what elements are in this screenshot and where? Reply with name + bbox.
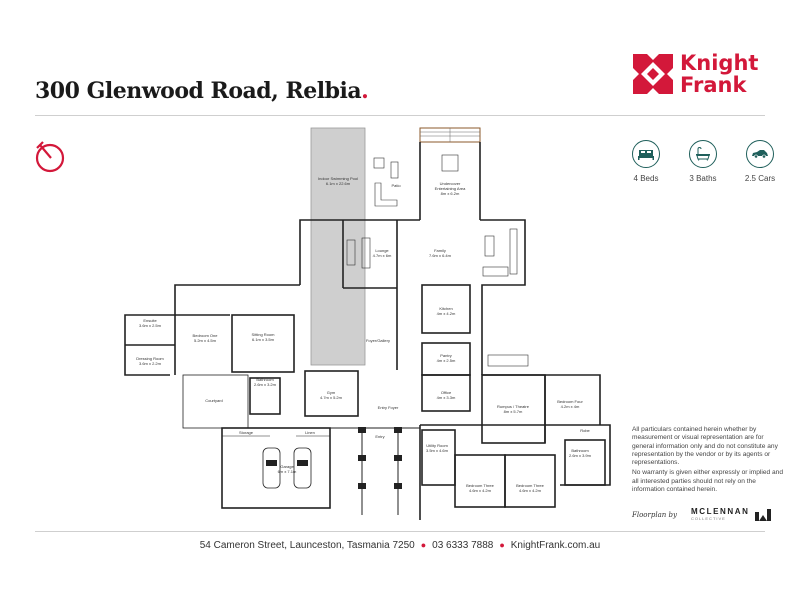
room-bathroom-two-size: 2.6m x 3.9m [569,453,592,458]
header-divider [35,115,765,116]
indoor-pool-room [310,127,366,366]
room-rumpus-theatre: Rumpus / Theatre [497,404,530,409]
property-features: 4 Beds 3 Baths 2.5 Cars [628,140,778,183]
room-sitting: Sitting Room [252,332,276,337]
room-foyer-gallery: Foyer/Gallery [366,338,390,343]
footer-website-link[interactable]: KnightFrank.com.au [510,540,601,551]
footer-address: 54 Cameron Street, Launceston, Tasmania … [199,540,415,551]
room-undercover-size: 8m x 6.2m [441,191,460,196]
room-pantry: Pantry [440,353,452,358]
feature-baths: 3 Baths [685,140,721,183]
room-indoor-pool: Indoor Swimming Pool [318,176,358,181]
room-bathroom-one: Bathroom [256,377,274,382]
room-undercover: Undercover [440,181,461,186]
room-indoor-pool-size: 6.1m x 22.6m [326,181,351,186]
room-office-size: 4m x 3.3m [437,395,456,400]
mclennan-logo: MCLENNAN COLLECTIVE [691,508,771,521]
feature-beds: 4 Beds [628,140,664,183]
footer-phone[interactable]: 03 6333 7888 [432,540,494,551]
room-courtyard: Courtyard [205,398,223,403]
north-compass-icon [35,141,65,173]
room-pantry-size: 4m x 2.5m [437,358,456,363]
room-utility-size: 3.5m x 4.6m [426,448,449,453]
credit-by-label: Floorplan by [632,510,677,519]
room-utility: Utility Room [426,443,448,448]
room-bathroom-one-size: 2.6m x 3.2m [254,382,277,387]
room-storage: Storage [239,430,254,435]
car-icon [746,140,774,168]
bed-icon [632,140,660,168]
room-office: Office [441,390,452,395]
credit-company: MCLENNAN [690,507,750,516]
room-lounge: Lounge [375,248,389,253]
disclaimer-paragraph-2: No warranty is given either expressly or… [632,469,783,494]
brand-line-1: Knight [680,51,759,75]
room-lounge-size: 4.7m x 6m [373,253,392,258]
credit-company-sub: COLLECTIVE [690,516,726,521]
room-gym: Gym [327,390,336,395]
room-patio: Patio [391,183,401,188]
room-linen: Linen [305,430,315,435]
room-garage: Garage [280,464,294,469]
room-rumpus-size: 8m x 5.7m [504,409,523,414]
room-bedroom-three-b-size: 4.6m x 4.2m [519,488,542,493]
title-dot: . [361,78,369,104]
floorplan-diagram: Indoor Swimming Pool 6.1m x 22.6m Patio … [124,127,611,520]
cars-label: 2.5 Cars [744,174,776,183]
room-garage-size: 6m x 7.1m [278,469,297,474]
room-family-size: 7.6m x 6.4m [429,253,452,258]
baths-label: 3 Baths [689,174,717,183]
room-bedroom-one-size: 5.2m x 4.5m [194,338,217,343]
room-bedroom-three-a: Bedroom Three [466,483,494,488]
footer-contact: 54 Cameron Street, Launceston, Tasmania … [0,540,800,551]
feature-cars: 2.5 Cars [742,140,778,183]
footer-separator-dot: ● [420,540,427,550]
room-bedroom-three-b: Bedroom Three [516,483,544,488]
room-entry-foyer: Entry Foyer [378,405,399,410]
room-bedroom-four: Bedroom Four [557,399,583,404]
disclaimer: All particulars contained herein whether… [632,426,787,496]
room-dressing: Dressing Room [136,356,164,361]
room-sitting-size: 6.1m x 3.5m [252,337,275,342]
disclaimer-paragraph-1: All particulars contained herein whether… [632,426,778,467]
mclennan-m-icon [754,508,771,521]
floorplan-credit: Floorplan by MCLENNAN COLLECTIVE [632,508,771,521]
footer-divider [35,531,765,532]
room-bedroom-three-a-size: 4.6m x 4.2m [469,488,492,493]
property-address-title: 300 Glenwood Road, Relbia. [35,78,369,104]
room-ensuite: Ensuite [143,318,157,323]
knight-frank-logo: Knight Frank [633,52,758,96]
room-family: Family [434,248,446,253]
room-dressing-size: 3.6m x 2.2m [139,361,162,366]
room-bedroom-four-size: 4.2m x 4m [561,404,580,409]
room-gym-size: 4.7m x 5.2m [320,395,343,400]
room-ensuite-size: 3.6m x 2.5m [139,323,162,328]
room-bathroom-two: Bathroom [571,448,589,453]
room-kitchen: Kitchen [439,306,452,311]
room-bedroom-one: Bedroom One [193,333,219,338]
brand-line-2: Frank [680,73,747,97]
beds-label: 4 Beds [633,174,659,183]
knight-frank-logo-mark-icon [633,54,673,94]
address-text: 300 Glenwood Road, Relbia [35,78,362,104]
room-robe: Robe [580,428,590,433]
room-undercover-2: Entertaining Area [435,186,466,191]
bathtub-icon [689,140,717,168]
room-kitchen-size: 4m x 4.2m [437,311,456,316]
room-entry: Entry [375,434,384,439]
footer-separator-dot: ● [499,540,505,550]
